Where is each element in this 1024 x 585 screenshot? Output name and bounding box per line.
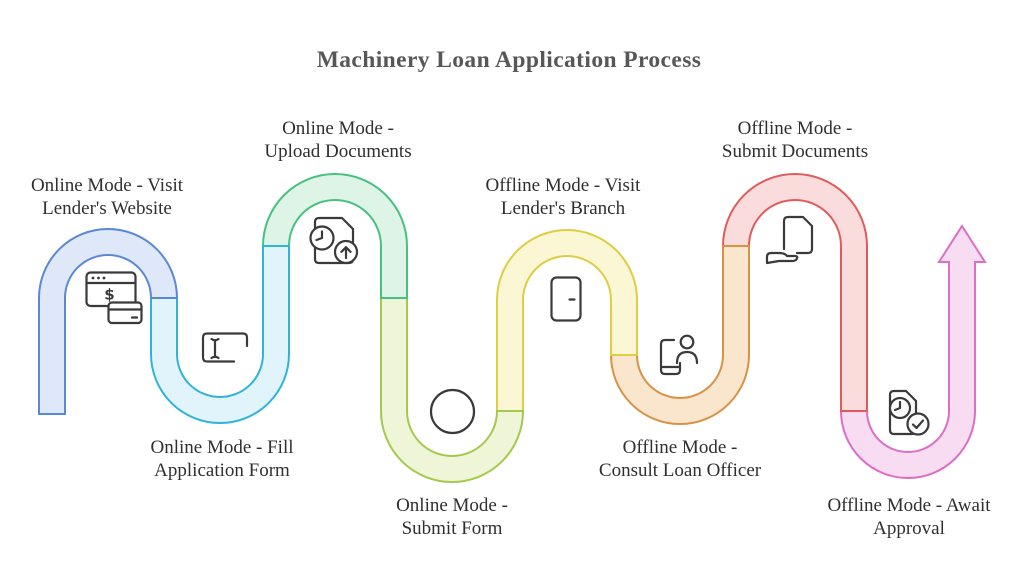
- icons-layer: $: [85, 215, 930, 436]
- browser-dots: [91, 276, 106, 280]
- submit-documents-icon: [765, 215, 814, 265]
- step-3-label-line-1: Online Mode -: [282, 118, 394, 139]
- step-2-label-line-1: Online Mode - Fill: [150, 437, 293, 458]
- step-5-label-line-2: Lender's Branch: [501, 198, 626, 219]
- step-4-label-line-1: Online Mode -: [396, 495, 508, 516]
- step-5-label-line-1: Offline Mode - Visit: [486, 175, 642, 196]
- tube-segment-offline-consult-officer: [609, 245, 750, 425]
- tube-segment-online-fill-form: [150, 245, 290, 424]
- step-8-label-line-1: Offline Mode - Await: [827, 495, 991, 516]
- step-labels: Online Mode - Visit Lender's Website Onl…: [31, 118, 991, 539]
- step-1-label-line-1: Online Mode - Visit: [31, 175, 184, 196]
- door-icon: [550, 276, 582, 322]
- step-4-label-line-2: Submit Form: [402, 518, 503, 539]
- step-6-label-line-1: Offline Mode -: [623, 437, 738, 458]
- step-1-label-line-2: Lender's Website: [42, 198, 172, 219]
- diagram-title: Machinery Loan Application Process: [317, 47, 702, 73]
- tube-segment-offline-await-approval: [839, 224, 987, 479]
- submit-circle-icon: [429, 388, 476, 435]
- step-7-label-line-1: Offline Mode -: [738, 118, 853, 139]
- upload-document-icon: [309, 216, 359, 265]
- consult-officer-icon: [659, 334, 699, 376]
- step-3-label-line-2: Upload Documents: [264, 141, 411, 162]
- dollar-sign: $: [104, 286, 114, 304]
- tube-segment-online-upload-documents: [261, 173, 408, 299]
- step-8-label-line-2: Approval: [873, 518, 945, 539]
- tube-segments: [38, 173, 987, 483]
- step-2-label-line-2: Application Form: [154, 460, 290, 481]
- tube-segment-offline-submit-documents: [721, 173, 868, 412]
- step-6-label-line-2: Consult Loan Officer: [599, 460, 762, 481]
- form-input-icon: [201, 332, 249, 363]
- step-7-label-line-2: Submit Documents: [722, 141, 868, 162]
- tube-segment-offline-visit-branch: [496, 229, 638, 412]
- tube-segment-online-visit-website: [38, 228, 179, 415]
- tube-segment-online-submit-form: [380, 297, 525, 483]
- approval-document-icon: [888, 389, 930, 436]
- website-payment-icon: $: [85, 271, 143, 325]
